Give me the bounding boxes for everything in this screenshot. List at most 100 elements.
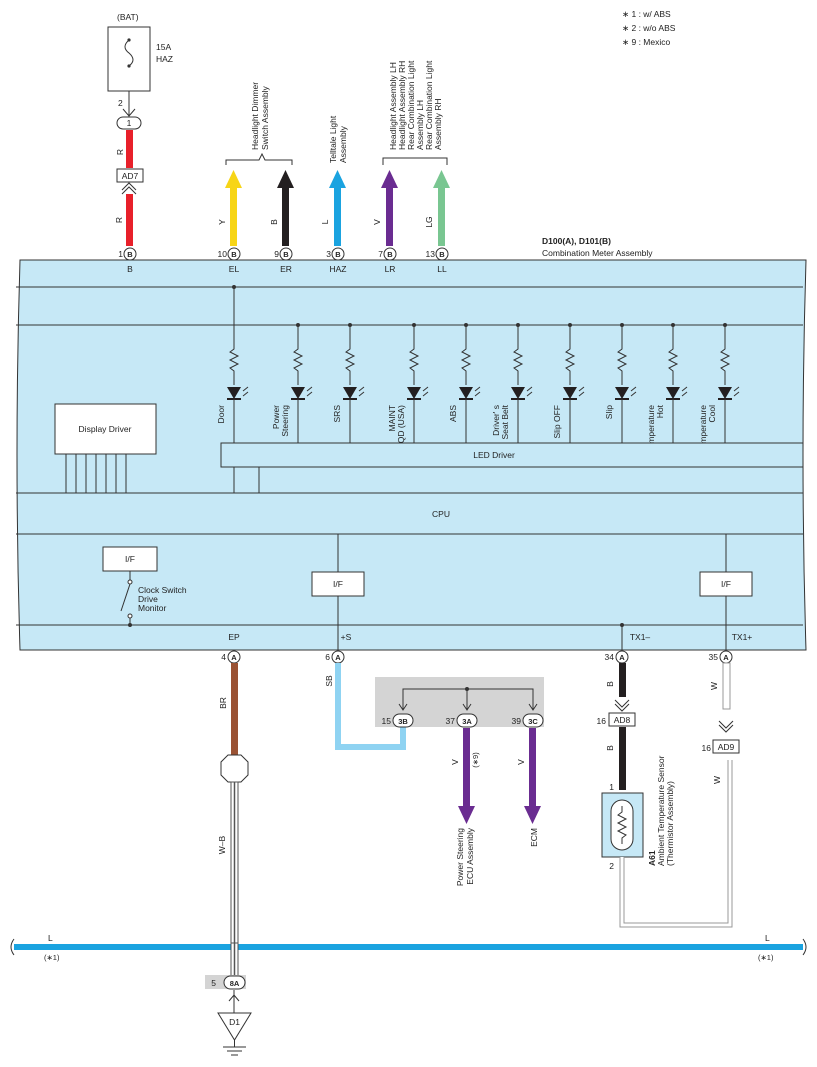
led-label-1: MAINT (387, 405, 397, 431)
ad9-pin: 16 (702, 743, 712, 753)
resistor-icon (719, 346, 731, 385)
battery-fuse: (BAT) 15A HAZ 2 1 (107, 12, 173, 130)
c3a-pin: 37 (446, 716, 456, 726)
wire-v-label-1: V (450, 759, 460, 765)
wire-black-tx-lower (619, 727, 626, 790)
pin-connector: A (619, 653, 625, 662)
pin-connector: A (723, 653, 729, 662)
pin-name: HAZ (330, 264, 347, 274)
dest-lr-2: Headlight Assembly RH (397, 61, 407, 150)
dest-telltale-1: Telltale Light (328, 115, 338, 163)
led-indicator: Door (216, 325, 249, 443)
clock-switch-1: Clock Switch (138, 585, 187, 595)
light-ray-icon (681, 391, 688, 397)
connector-chevron-icon (614, 703, 630, 712)
light-ray-icon (306, 386, 313, 392)
ad8-pin: 16 (597, 716, 607, 726)
wire-red-lower (126, 194, 133, 246)
pin-number: 34 (605, 652, 615, 662)
led-label-1: Temperature (698, 405, 708, 453)
dest-ll-1: Rear Combination Light (424, 60, 434, 150)
pin-name: LL (437, 264, 447, 274)
led-indicator: ABS (448, 323, 481, 443)
light-ray-icon (526, 386, 533, 392)
resistor-icon (512, 346, 524, 385)
light-ray-icon (526, 391, 533, 397)
wire-black-tx-upper (619, 663, 626, 697)
c3c-label: 3C (528, 717, 538, 726)
fuse-box (107, 26, 151, 92)
arrow-down-icon (524, 806, 541, 824)
wire-yellow (230, 188, 237, 246)
connector-chevron-icon (614, 699, 630, 708)
wire-v-note: (∗9) (471, 752, 480, 768)
dest-telltale-2: Assembly (338, 125, 348, 163)
wire-black-label: B (269, 219, 279, 225)
resistor-icon (344, 346, 356, 385)
meter-id: D100(A), D101(B) (542, 236, 611, 246)
led-icon (291, 387, 305, 399)
arrow-up-icon (433, 170, 450, 188)
ad9-connector (712, 739, 740, 754)
wire-violet-label: V (372, 219, 382, 225)
pin-connector: B (231, 250, 237, 259)
led-indicator: SRS (332, 323, 365, 443)
pin-connector: B (283, 250, 289, 259)
c3b-connector (392, 713, 414, 728)
light-ray-icon (474, 386, 481, 392)
pin-number: 4 (221, 652, 226, 662)
top-pins: 1 B 10 B 9 B 3 B 7 B 13 B (118, 247, 449, 261)
pin-number: 13 (426, 249, 436, 259)
light-ray-icon (242, 391, 249, 397)
c8a-label: 8A (230, 979, 240, 988)
sensor-pin-2: 2 (609, 861, 614, 871)
bus-wire-l (14, 944, 803, 950)
junction-oval (116, 116, 142, 130)
led-label-1: ABS (448, 405, 458, 422)
c3b-pin: 15 (382, 716, 392, 726)
wire-white-tx-upper (722, 662, 731, 710)
pin-connector: B (335, 250, 341, 259)
arrow-down-icon (398, 703, 408, 711)
light-ray-icon (630, 386, 637, 392)
led-label-2: Seat Belt (500, 404, 510, 439)
bus-break-left-icon (10, 938, 15, 956)
bottom-pins: 4 A 6 A 34 A 35 A (221, 650, 733, 664)
led-label-1: Power (271, 405, 281, 429)
wire-violet (386, 188, 393, 246)
pin-number: 6 (325, 652, 330, 662)
pin-name: ER (280, 264, 292, 274)
pin-name: LR (385, 264, 396, 274)
pin-name: B (127, 264, 133, 274)
fuse-icon (124, 39, 134, 67)
wire-b-label-2: B (605, 745, 615, 751)
resistor-icon (408, 346, 420, 385)
fuse-terminal-top (127, 38, 131, 42)
sensor-name-1: Ambient Temperature Sensor (656, 755, 666, 866)
resistor-icon (460, 346, 472, 385)
light-ray-icon (681, 386, 688, 392)
led-label-2: Steering (280, 405, 290, 437)
ground-label: D1 (229, 1017, 240, 1027)
if-label-s: I/F (333, 579, 343, 589)
sensor-pin-1: 1 (609, 782, 614, 792)
led-label-2: REQD (USA) (396, 405, 406, 455)
upper-wires: Y B L V LG Headlight Dimmer Switch Assem… (217, 60, 450, 246)
pin-name-s: +S (341, 632, 352, 642)
dest-lr-1: Headlight Assembly LH (388, 62, 398, 150)
dest-lr-3: Rear Combination Light (406, 60, 416, 150)
wire-w-label-1: W (709, 682, 719, 690)
splice-octagon-icon (220, 754, 249, 783)
top-pin-13: 13 B (426, 247, 449, 261)
led-indicator: Slip (604, 323, 637, 443)
resistor-icon (228, 346, 240, 385)
wire-red-lower-label: R (114, 217, 124, 223)
ad8-connector (608, 712, 636, 727)
dest-power-steering-1: Power Steering (455, 828, 465, 886)
led-label-1: Door (216, 405, 226, 424)
wire-brown (231, 663, 238, 755)
bus-label-right: L (765, 933, 770, 943)
fuse-name: HAZ (156, 54, 173, 64)
